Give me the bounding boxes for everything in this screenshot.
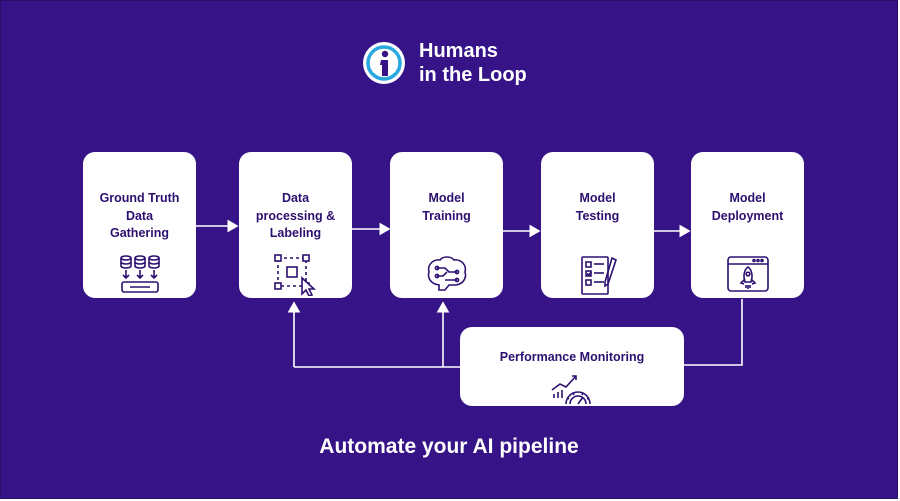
- brand-logo: Humans in the Loop: [361, 39, 527, 87]
- step-label: Data processing & Labeling: [255, 191, 336, 240]
- brand-name: Humans in the Loop: [419, 39, 527, 87]
- checklist-pencil-icon: [580, 256, 617, 295]
- rocket-window-icon: [726, 256, 769, 292]
- monitoring-label: Performance Monitoring: [499, 350, 645, 364]
- brand-name-line2: in the Loop: [419, 64, 527, 86]
- step-card-deployment: Model Deployment: [691, 152, 804, 298]
- tagline: Automate your AI pipeline: [319, 435, 579, 458]
- brain-circuit-icon: [427, 256, 466, 291]
- bounding-box-cursor-icon: [273, 254, 316, 296]
- step-card-ground-truth: Ground Truth Data Gathering: [83, 152, 196, 298]
- humans-in-the-loop-logo-icon: [363, 42, 405, 84]
- step-label: Ground Truth Data Gathering: [99, 191, 180, 240]
- step-label: Model Testing: [575, 191, 620, 223]
- step-label: Model Training: [422, 191, 471, 223]
- step-card-training: Model Training: [390, 152, 503, 298]
- line-deployment-to-monitoring: [684, 299, 743, 366]
- step-card-testing: Model Testing: [541, 152, 654, 298]
- brand-name-line1: Humans: [419, 40, 498, 62]
- step-card-labeling: Data processing & Labeling: [239, 152, 352, 298]
- step-label: Model Deployment: [711, 191, 784, 223]
- database-transfer-icon: [119, 255, 160, 293]
- monitoring-card: Performance Monitoring: [460, 327, 684, 406]
- chart-gauge-icon: [551, 374, 591, 404]
